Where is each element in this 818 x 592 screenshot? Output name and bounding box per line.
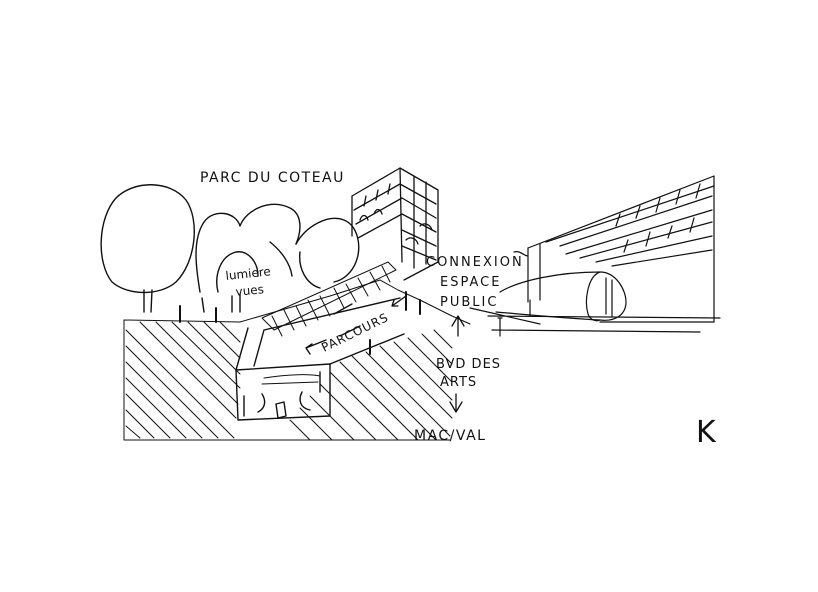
underground-hall xyxy=(235,297,405,421)
trees xyxy=(100,184,360,313)
label-vues: vues xyxy=(235,282,265,299)
label-arts: ARTS xyxy=(440,375,477,390)
label-connexion-1: CONNEXION xyxy=(426,255,524,270)
label-lumiere: lumiere xyxy=(225,264,272,283)
label-parcours: PARCOURS xyxy=(319,310,391,355)
hatched-ground xyxy=(123,261,471,441)
people-figures xyxy=(179,291,421,355)
tower-building xyxy=(351,167,439,281)
right-building xyxy=(469,175,721,337)
label-parc-du-coteau: PARC DU COTEAU xyxy=(200,170,345,186)
signature-k: K xyxy=(696,415,717,450)
annotation-arrows xyxy=(391,295,465,413)
label-connexion-2: ESPACE xyxy=(440,275,501,290)
label-mac-val: MAC/VAL xyxy=(414,428,486,444)
label-connexion-3: PUBLIC xyxy=(440,295,498,310)
label-bvd-des: BVD DES xyxy=(436,357,501,372)
